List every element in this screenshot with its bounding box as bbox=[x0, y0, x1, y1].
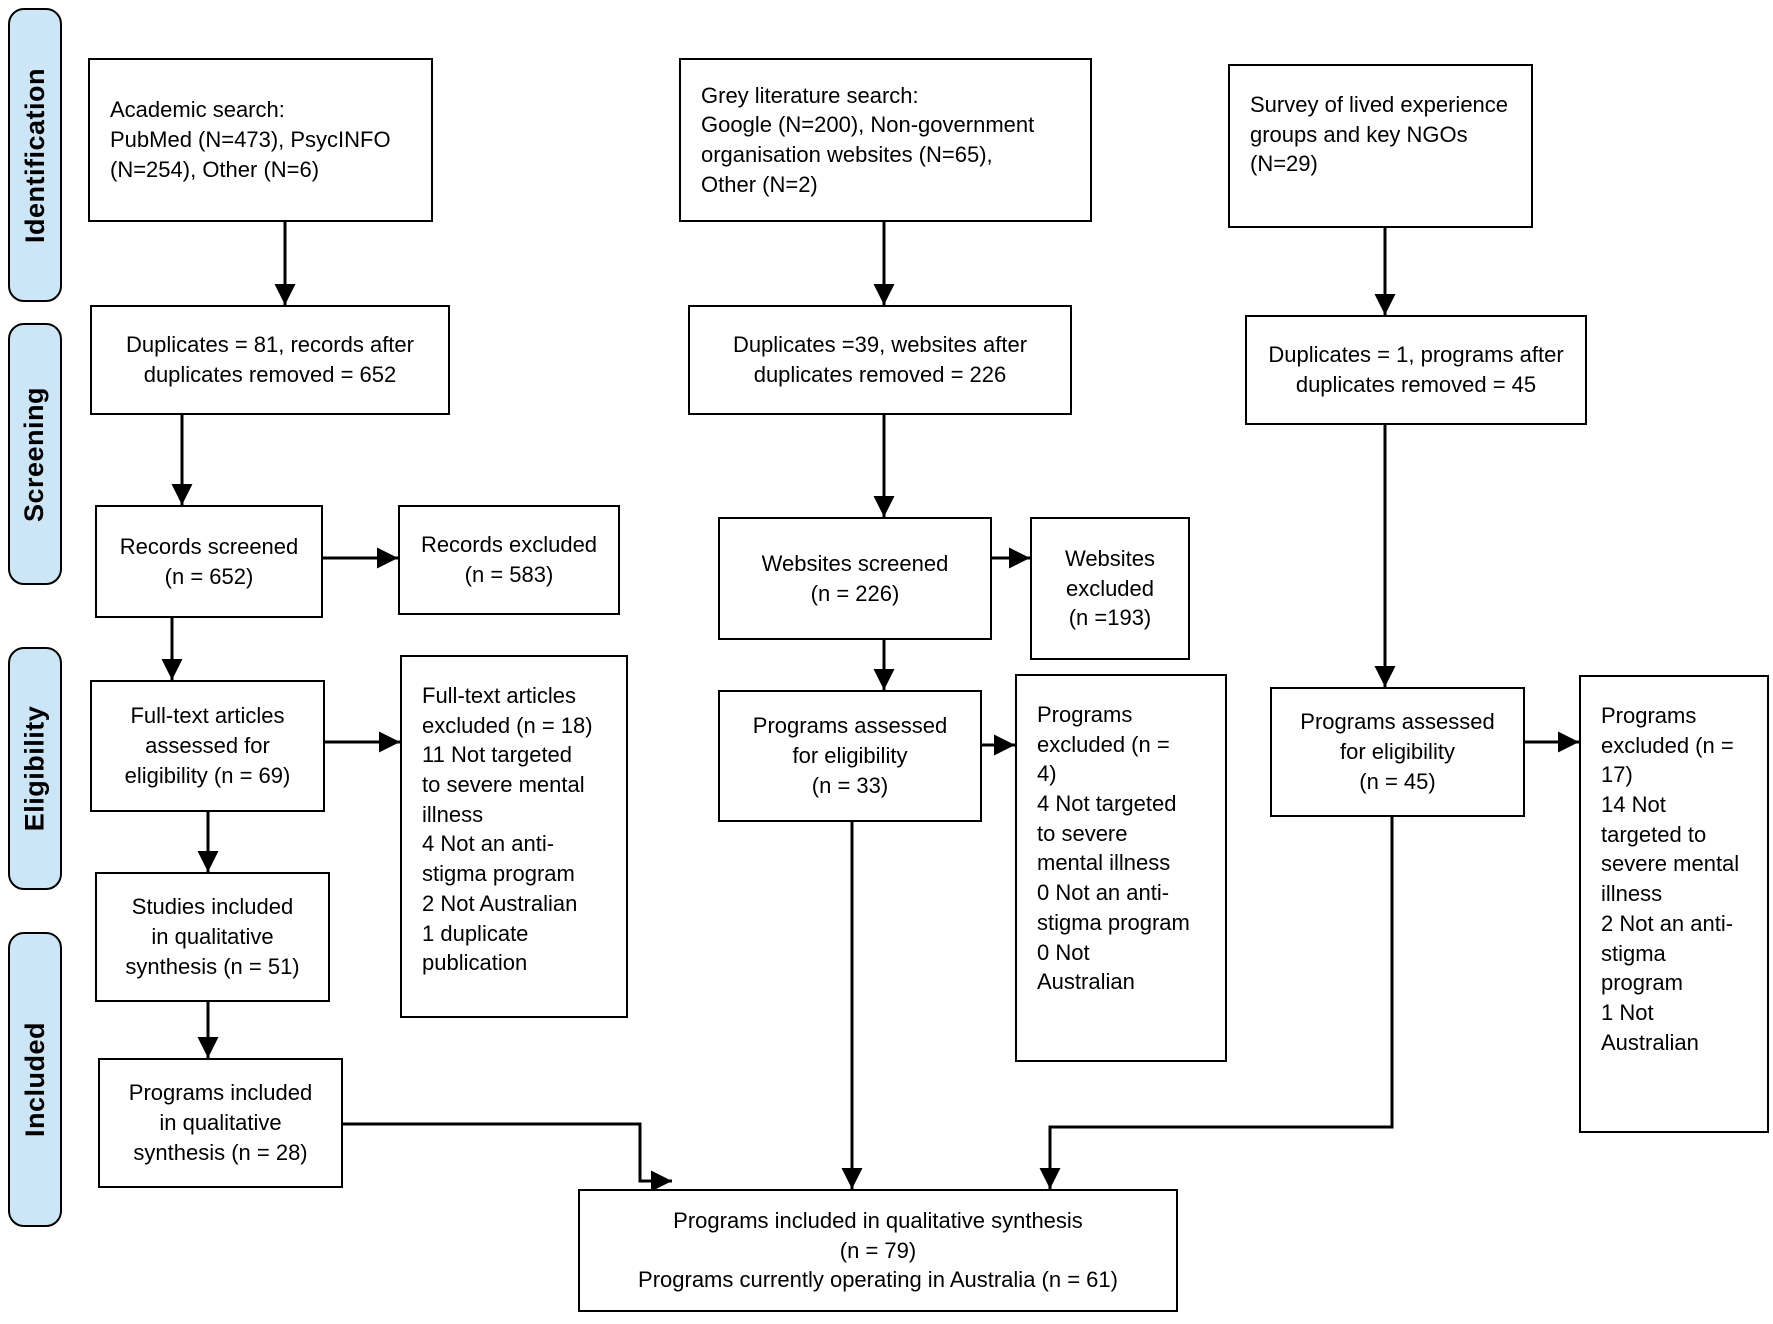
stage-label-screening: Screening bbox=[8, 323, 62, 585]
box-websites-excluded: Websites excluded (n =193) bbox=[1030, 517, 1190, 660]
box-websites-screened: Websites screened (n = 226) bbox=[718, 517, 992, 640]
box-academic-search: Academic search: PubMed (N=473), PsycINF… bbox=[88, 58, 433, 222]
box-academic-duplicates: Duplicates = 81, records after duplicate… bbox=[90, 305, 450, 415]
box-final-included: Programs included in qualitative synthes… bbox=[578, 1189, 1178, 1312]
box-survey-duplicates: Duplicates = 1, programs after duplicate… bbox=[1245, 315, 1587, 425]
box-records-excluded: Records excluded (n = 583) bbox=[398, 505, 620, 615]
box-programs-assessed-33: Programs assessed for eligibility (n = 3… bbox=[718, 690, 982, 822]
stage-label-eligibility: Eligibility bbox=[8, 647, 62, 890]
stage-label-text: Eligibility bbox=[19, 705, 50, 832]
box-studies-included: Studies included in qualitative synthesi… bbox=[95, 872, 330, 1002]
box-programs-excluded-17: Programs excluded (n = 17) 14 Not target… bbox=[1579, 675, 1769, 1133]
box-records-screened: Records screened (n = 652) bbox=[95, 505, 323, 618]
box-programs-assessed-45: Programs assessed for eligibility (n = 4… bbox=[1270, 687, 1525, 817]
box-fulltext-assessed: Full-text articles assessed for eligibil… bbox=[90, 680, 325, 812]
stage-label-text: Screening bbox=[19, 386, 50, 522]
arrow-programs28-to-final bbox=[343, 1122, 672, 1192]
box-grey-literature-search: Grey literature search: Google (N=200), … bbox=[679, 58, 1092, 222]
stage-label-identification: Identification bbox=[8, 8, 62, 302]
box-grey-duplicates: Duplicates =39, websites after duplicate… bbox=[688, 305, 1072, 415]
box-programs-excluded-4: Programs excluded (n = 4) 4 Not targeted… bbox=[1015, 674, 1227, 1062]
stage-label-included: Included bbox=[8, 932, 62, 1227]
box-programs-included-28: Programs included in qualitative synthes… bbox=[98, 1058, 343, 1188]
stage-label-text: Included bbox=[19, 1021, 50, 1138]
stage-label-text: Identification bbox=[19, 67, 50, 243]
box-fulltext-excluded: Full-text articles excluded (n = 18) 11 … bbox=[400, 655, 628, 1018]
box-survey: Survey of lived experience groups and ke… bbox=[1228, 64, 1533, 228]
